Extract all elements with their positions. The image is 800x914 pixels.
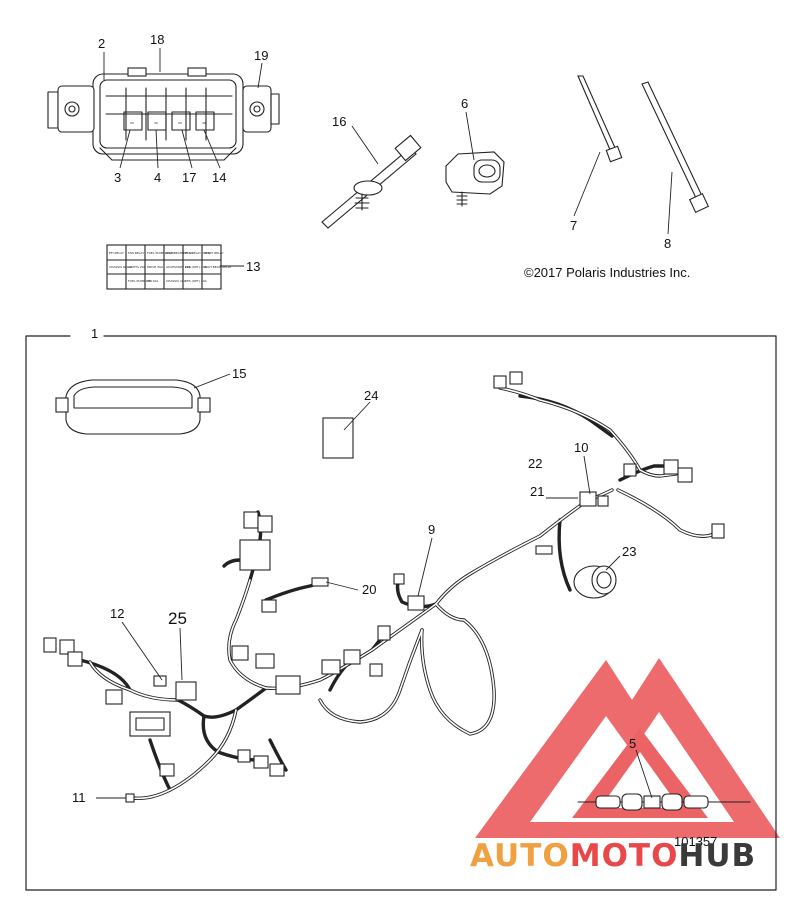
fuse-box-connector: 20 30 20 30: [47, 67, 280, 161]
relay-r2c3: DRIVE 30A: [147, 265, 164, 269]
relay-r1c6: START RELAY: [204, 251, 224, 255]
relay-r3c5: EPS (OPT) 30A: [185, 279, 208, 283]
relay-r2c4: ACCESSORY 20A: [166, 265, 192, 269]
relay-r1c2: FAN RELAY: [128, 251, 144, 255]
inline-fuse-holder: [577, 793, 751, 811]
figure-number: 101357: [674, 834, 717, 849]
callout-12: 12: [110, 606, 124, 621]
watermark-logo: [475, 658, 780, 838]
leader-lines: [96, 48, 673, 799]
callout-labels: 1 2 3 4 5 6 7 8 9 10 11 12 13 14 15 16 1…: [72, 32, 671, 805]
callout-21: 21: [530, 484, 544, 499]
svg-text:30: 30: [202, 121, 206, 125]
relay-r2c6: HIGH BEAM RELAY: [204, 265, 232, 269]
harness-connectors: [43, 371, 725, 803]
callout-4: 4: [154, 170, 161, 185]
callout-10: 10: [574, 440, 588, 455]
svg-text:30: 30: [154, 121, 158, 125]
callout-6: 6: [461, 96, 468, 111]
relay-r2c1: CHASSIS RELAY: [109, 265, 132, 269]
relay-r1c5: ETS RELAY (OPT): [185, 251, 210, 255]
label-sheet: [322, 417, 354, 459]
watermark-auto: AUTO: [470, 838, 570, 874]
fuse-box-cover: [55, 379, 211, 435]
callout-8: 8: [664, 236, 671, 251]
callout-23: 23: [622, 544, 636, 559]
relay-r3c3: EFI 10A: [147, 279, 159, 283]
cable-tie-short: [577, 75, 623, 163]
callout-11: 11: [72, 790, 86, 805]
callout-9: 9: [428, 522, 435, 537]
callout-14: 14: [212, 170, 226, 185]
callout-16: 16: [332, 114, 346, 129]
callout-22: 22: [528, 456, 542, 471]
callout-19: 19: [254, 48, 268, 63]
callout-13: 13: [246, 259, 260, 274]
callout-24: 24: [364, 388, 378, 403]
watermark-text: AUTOMOTOHUB: [470, 838, 756, 874]
copyright-notice: ©2017 Polaris Industries Inc.: [524, 265, 690, 280]
relay-r1c3: FUEL PUMP RELAY: [147, 251, 174, 255]
round-module: [573, 565, 617, 599]
wire-harness: [78, 386, 716, 801]
callout-17: 17: [182, 170, 196, 185]
cable-tie-long: [641, 81, 710, 214]
relay-r2c5: EPS (OPT) 30A: [185, 265, 208, 269]
callout-18: 18: [150, 32, 164, 47]
callout-1: 1: [91, 326, 98, 341]
callout-20: 20: [362, 582, 376, 597]
callout-5: 5: [629, 736, 636, 751]
callout-3: 3: [114, 170, 121, 185]
relay-r2c2: LIGHTS 20A: [128, 265, 147, 269]
callout-15: 15: [232, 366, 246, 381]
assembly-frame: [25, 335, 777, 891]
relay-r3c4: CHASSIS 10A: [166, 279, 187, 283]
callout-7: 7: [570, 218, 577, 233]
relay-r3c2: FUEL PUMP 10A: [128, 279, 153, 283]
svg-text:20: 20: [130, 121, 134, 125]
callout-25: 25: [168, 609, 187, 628]
connector-clip: [445, 151, 505, 207]
callout-2: 2: [98, 36, 105, 51]
relay-label-text: EFI RELAY FAN RELAY FUEL PUMP RELAY LOW …: [109, 251, 232, 283]
relay-label-card: [106, 244, 222, 290]
watermark-hub: HUB: [678, 838, 756, 874]
relay-r1c1: EFI RELAY: [109, 251, 124, 255]
push-mount-cable-tie: [321, 134, 422, 229]
watermark-moto: MOTO: [570, 838, 679, 874]
svg-text:20: 20: [178, 121, 182, 125]
relay-r1c4: LOW BEAM RELAY: [166, 251, 193, 255]
